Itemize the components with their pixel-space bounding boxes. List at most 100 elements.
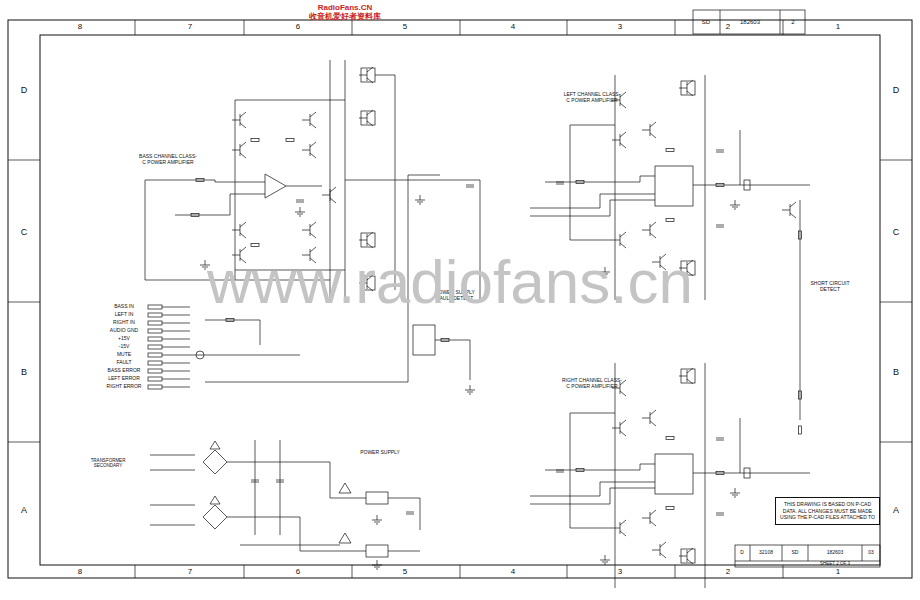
connector-pin — [148, 337, 162, 341]
wire — [570, 413, 612, 528]
capacitor-symbol — [296, 200, 304, 201]
transistor-symbol — [650, 410, 656, 415]
opamp-symbol — [265, 174, 286, 198]
title-block-text: SD — [792, 550, 799, 556]
grid-tick — [783, 20, 784, 35]
signal-name: MUTE — [117, 352, 131, 358]
transistor-symbol — [679, 556, 687, 557]
transistor-symbol — [612, 528, 620, 529]
resistor-symbol — [666, 507, 674, 510]
capacitor-symbol — [716, 440, 724, 441]
grid-tick — [880, 302, 912, 303]
signal-name: BASS IN — [114, 304, 134, 310]
transistor-symbol — [620, 92, 626, 97]
watermark: RadioFans.CN — [318, 3, 373, 12]
wire — [162, 355, 190, 356]
ground-symbol — [467, 392, 473, 393]
wire — [530, 200, 655, 216]
title-block — [735, 561, 880, 562]
ground-symbol — [419, 204, 421, 205]
wire — [162, 323, 190, 324]
ground-symbol — [465, 390, 475, 391]
signal-name: -15V — [119, 344, 130, 350]
transistor-symbol — [642, 518, 650, 519]
resistor-symbol — [799, 391, 802, 399]
grid-number: 1 — [836, 22, 840, 31]
resistor-symbol — [716, 472, 724, 475]
transistor-symbol — [650, 521, 656, 526]
grid-tick — [460, 20, 461, 35]
transistor-symbol — [620, 243, 626, 248]
ground-symbol — [376, 524, 378, 525]
ground-symbol — [734, 209, 736, 210]
transistor-symbol — [790, 202, 796, 207]
ground-symbol — [730, 493, 740, 494]
capacitor-symbol — [251, 480, 259, 481]
resistor-symbol — [666, 437, 674, 440]
wire — [162, 347, 190, 348]
title-block-text: D — [740, 550, 744, 556]
ground-symbol — [374, 567, 380, 568]
grid-tick — [880, 442, 912, 443]
note-text: THIS DRAWING IS BASED ON P-CAD DATA. ALL… — [780, 501, 875, 521]
transistor-symbol — [302, 120, 310, 121]
connector-pin — [148, 353, 162, 357]
wire — [545, 464, 655, 470]
grid-tick — [567, 20, 568, 35]
transistor-symbol — [330, 187, 336, 192]
wire — [227, 462, 366, 498]
ground-symbol — [469, 394, 471, 395]
resistor-symbol — [799, 231, 802, 239]
transistor-symbol — [687, 368, 693, 373]
grid-letter: A — [893, 505, 899, 515]
capacitor-symbol — [716, 438, 724, 439]
warning-triangle — [210, 496, 220, 504]
capacitor-symbol — [276, 482, 284, 483]
connector-pin — [148, 329, 162, 333]
grid-number: 5 — [403, 22, 407, 31]
wire — [570, 413, 615, 414]
wire — [388, 498, 420, 530]
grid-tick — [460, 565, 461, 578]
grid-number: 5 — [403, 567, 407, 576]
ground-symbol — [377, 515, 378, 520]
ground-symbol — [732, 207, 738, 208]
wire — [235, 100, 345, 101]
capacitor-symbol — [466, 185, 474, 186]
capacitor-symbol — [716, 227, 724, 228]
ground-symbol — [735, 488, 736, 493]
fault-detect-block — [413, 325, 435, 355]
resistor-symbol — [251, 139, 259, 142]
wire — [162, 315, 190, 316]
transistor-symbol — [650, 222, 656, 227]
resistor-symbol — [226, 319, 234, 322]
ground-symbol — [372, 565, 382, 566]
grid-letter: C — [893, 227, 900, 237]
transistor-symbol — [367, 121, 373, 126]
grid-number: 4 — [511, 567, 515, 576]
section-title: SHORT CIRCUIT DETECT — [810, 281, 850, 293]
transistor-symbol — [359, 118, 367, 119]
transistor-symbol — [650, 133, 656, 138]
ground-symbol — [732, 495, 738, 496]
transistor-symbol — [620, 520, 626, 525]
grid-tick — [352, 20, 353, 35]
ground-symbol — [204, 269, 206, 270]
transistor-symbol — [232, 120, 240, 121]
wire — [693, 473, 770, 474]
transistor-symbol — [650, 122, 656, 127]
wire — [150, 525, 195, 526]
transistor-symbol — [240, 112, 246, 117]
section-title: POWER SUPPLY — [360, 450, 400, 456]
grid-letter: B — [893, 367, 899, 377]
transistor-symbol — [620, 103, 626, 108]
resistor-symbol — [251, 244, 259, 247]
title-block-text: 03 — [868, 550, 874, 556]
wire — [162, 331, 190, 332]
capacitor-symbol — [556, 472, 564, 473]
ground-symbol — [299, 216, 301, 217]
ground-symbol — [470, 385, 471, 390]
ground-symbol — [415, 200, 425, 201]
transistor-symbol — [359, 240, 367, 241]
transistor-symbol — [679, 376, 687, 377]
